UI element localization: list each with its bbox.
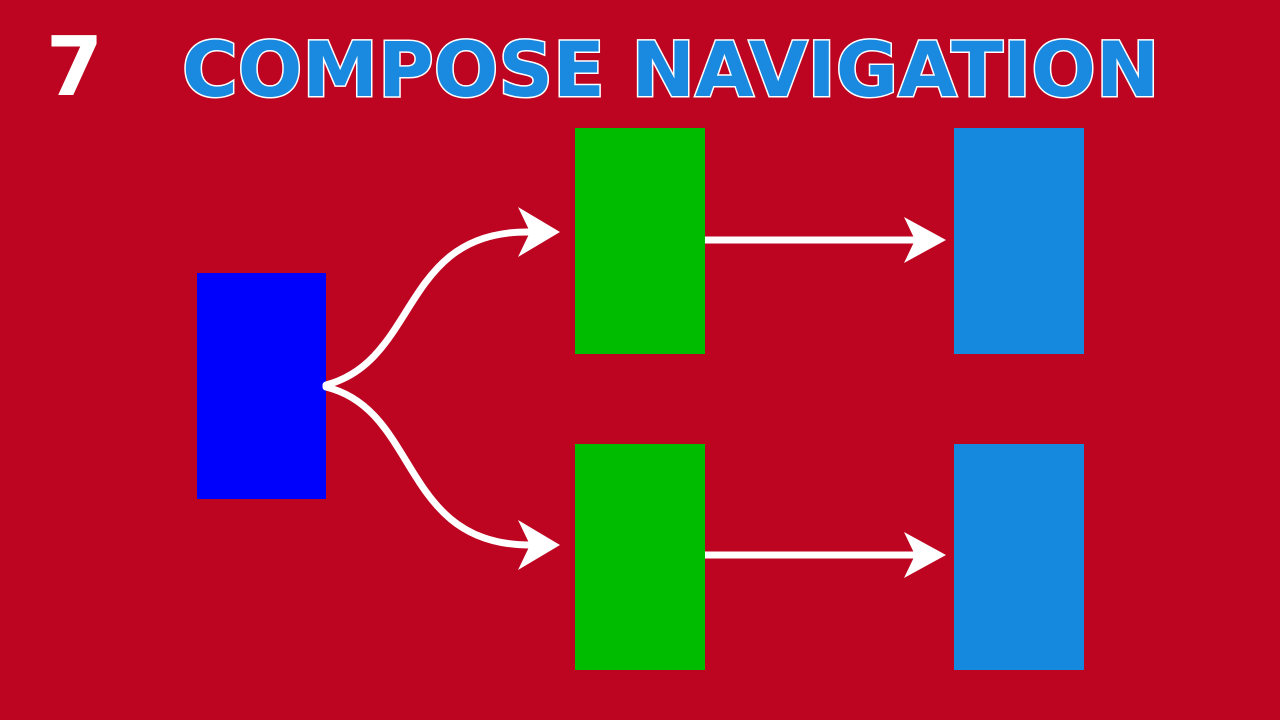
arrowhead-branch-top xyxy=(518,207,560,257)
episode-number: 7 xyxy=(46,20,104,115)
middle-screen-box-bottom xyxy=(575,444,705,670)
page-title: COMPOSE NAVIGATION xyxy=(181,24,1161,116)
arrowhead-forward-bottom xyxy=(904,532,946,578)
arrowhead-forward-top xyxy=(904,217,946,263)
branch-arrow-bottom xyxy=(322,383,534,549)
middle-screen-box-top xyxy=(575,128,705,354)
start-screen-box xyxy=(197,273,326,499)
arrowhead-branch-bottom xyxy=(518,520,560,570)
end-screen-box-top xyxy=(954,128,1084,354)
end-screen-box-bottom xyxy=(954,444,1084,670)
branch-arrow-top xyxy=(322,228,534,389)
